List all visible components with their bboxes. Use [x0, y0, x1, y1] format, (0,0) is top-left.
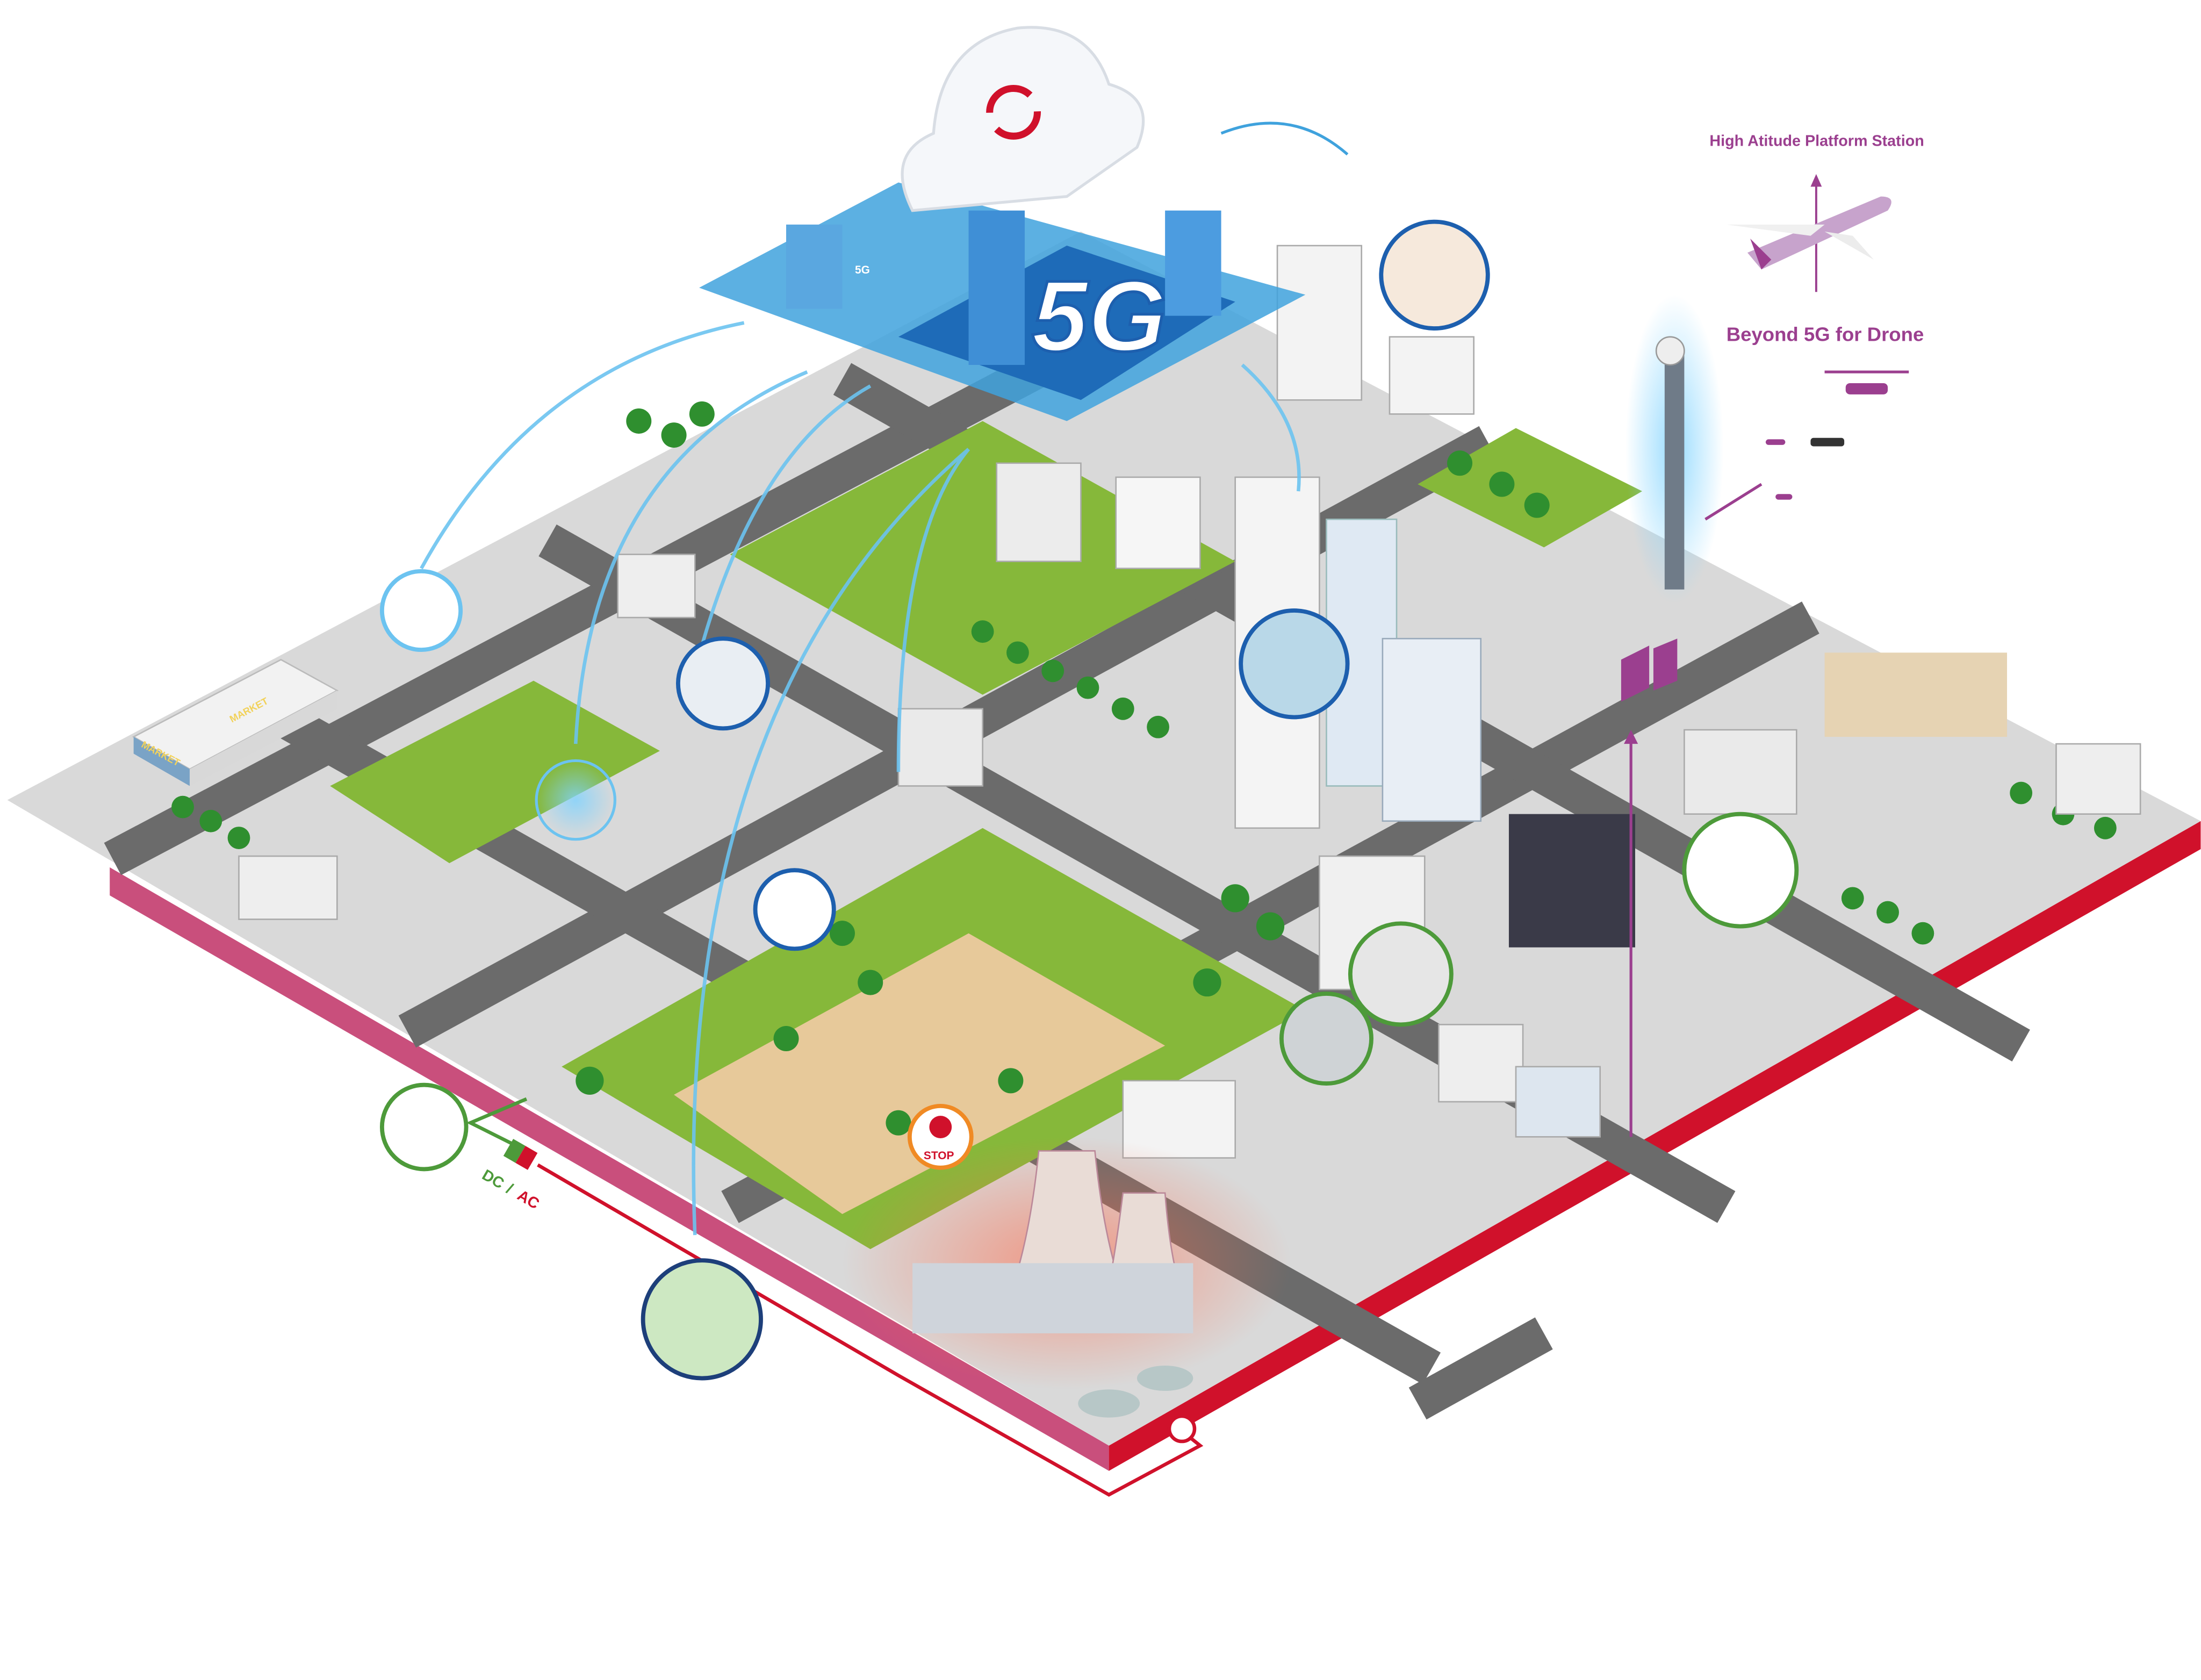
power-circuit-line	[537, 1163, 1204, 1497]
satellite-dish-icon	[1655, 336, 1685, 366]
drone-title: Beyond 5G for Drone	[1727, 324, 1924, 346]
ac-unit-circle	[1348, 921, 1454, 1027]
sync-arc	[1220, 121, 1349, 156]
svg-text:AC: AC	[514, 1187, 542, 1212]
ceiling-circle	[1279, 992, 1373, 1086]
airplane-icon	[1726, 196, 1891, 270]
smartpole-circle	[535, 759, 617, 841]
cloud-sync-icon	[901, 26, 1145, 212]
5g-logo: 5G	[1032, 260, 1167, 372]
cell-tower	[1664, 350, 1685, 590]
power-plant	[912, 1150, 1193, 1418]
circuit-node	[1167, 1414, 1197, 1444]
svg-text:DC: DC	[479, 1166, 507, 1192]
dc-line	[466, 1097, 528, 1146]
park-plaza	[674, 933, 1166, 1214]
ar-phone-circle	[1239, 608, 1350, 720]
charging-station	[1621, 645, 1650, 702]
connection-arcs	[420, 321, 1301, 1236]
haps-title: High Atitude Platform Station	[1709, 133, 1924, 150]
server-door-circle	[1682, 812, 1799, 929]
stop-label: STOP	[924, 1150, 954, 1162]
stop-hand-icon	[929, 1116, 952, 1138]
small-5g-sign: 5G	[855, 264, 870, 276]
svg-text:/: /	[504, 1180, 516, 1197]
clinic-circle	[753, 868, 836, 951]
camera-circle	[379, 569, 463, 652]
haps-arrowhead	[1810, 174, 1822, 187]
tower-arrow	[1704, 483, 1763, 521]
ev-charging-circle	[379, 1082, 469, 1172]
farm-circle	[641, 1258, 763, 1381]
buildings: MARKET MARKET	[132, 245, 2141, 1159]
trees	[171, 401, 2117, 1136]
platform-left-side	[110, 867, 1109, 1471]
drone-icons	[1765, 370, 1909, 500]
office-worker-circle	[1379, 219, 1490, 331]
charging-station	[1653, 638, 1678, 691]
park-right	[1418, 428, 1643, 548]
haps-uplink-arrowhead	[1624, 729, 1638, 744]
park-upper	[730, 421, 1235, 695]
dc-ac-converter	[503, 1139, 538, 1170]
dc-ac-label: DC / AC	[479, 1166, 543, 1212]
feature-circles	[379, 219, 1799, 1381]
antenna-circle	[676, 636, 770, 731]
